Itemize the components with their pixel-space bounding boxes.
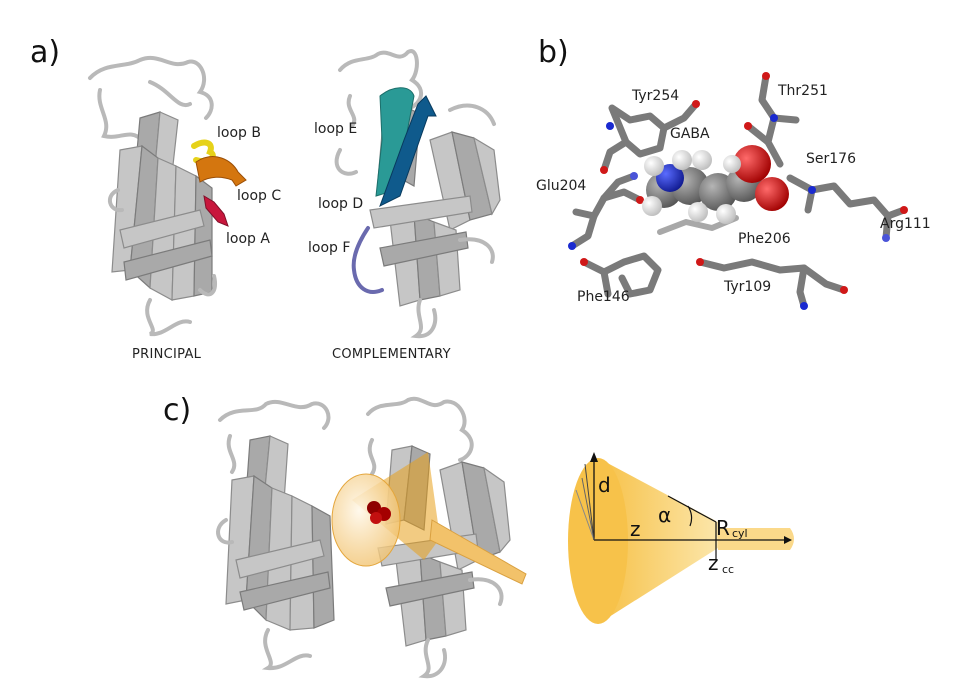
geometry-label-alpha: α	[658, 503, 671, 527]
principal-caption: PRINCIPAL	[132, 347, 202, 362]
loop-f-label: loop F	[308, 240, 350, 256]
panel-label-b: b)	[538, 35, 569, 70]
geometry-label-z: z	[630, 517, 641, 541]
loop-b-label: loop B	[217, 125, 261, 141]
dimer-structure-left	[216, 400, 335, 671]
geometry-label-d: d	[598, 473, 611, 497]
cone-geometry-schematic	[568, 452, 794, 624]
residue-label-glu204: Glu204	[536, 178, 586, 194]
geometry-label-zcc-subscript: cc	[722, 563, 734, 576]
residue-label-tyr254: Tyr254	[631, 88, 679, 104]
loop-d-label: loop D	[318, 196, 363, 212]
gaba-spacefill-model	[642, 145, 789, 224]
geometry-label-r: R	[716, 516, 730, 540]
residue-label-ser176: Ser176	[806, 151, 856, 167]
residue-label-arg111: Arg111	[880, 216, 931, 232]
geometry-label-r-subscript: cyl	[732, 527, 748, 540]
residue-label-phe206: Phe206	[738, 231, 791, 247]
residue-label-tyr109: Tyr109	[723, 279, 771, 295]
dimer-cone-overlay	[331, 452, 527, 585]
principal-subunit-structure	[88, 56, 217, 337]
loop-a-label: loop A	[226, 231, 270, 247]
residue-label-thr251: Thr251	[777, 83, 828, 99]
panel-label-c: c)	[163, 393, 191, 428]
complementary-caption: COMPLEMENTARY	[332, 347, 451, 362]
complementary-subunit-structure	[334, 49, 501, 339]
binding-site-residues	[568, 72, 908, 310]
geometry-label-zcc: z	[708, 551, 719, 575]
residue-label-phe146: Phe146	[577, 289, 630, 305]
loop-e-label: loop E	[314, 121, 357, 137]
panel-label-a: a)	[30, 35, 60, 70]
ligand-label-gaba: GABA	[670, 126, 710, 142]
loop-c-label: loop C	[237, 188, 281, 204]
complementary-binding-loops	[351, 87, 437, 294]
principal-binding-loops	[191, 139, 247, 227]
